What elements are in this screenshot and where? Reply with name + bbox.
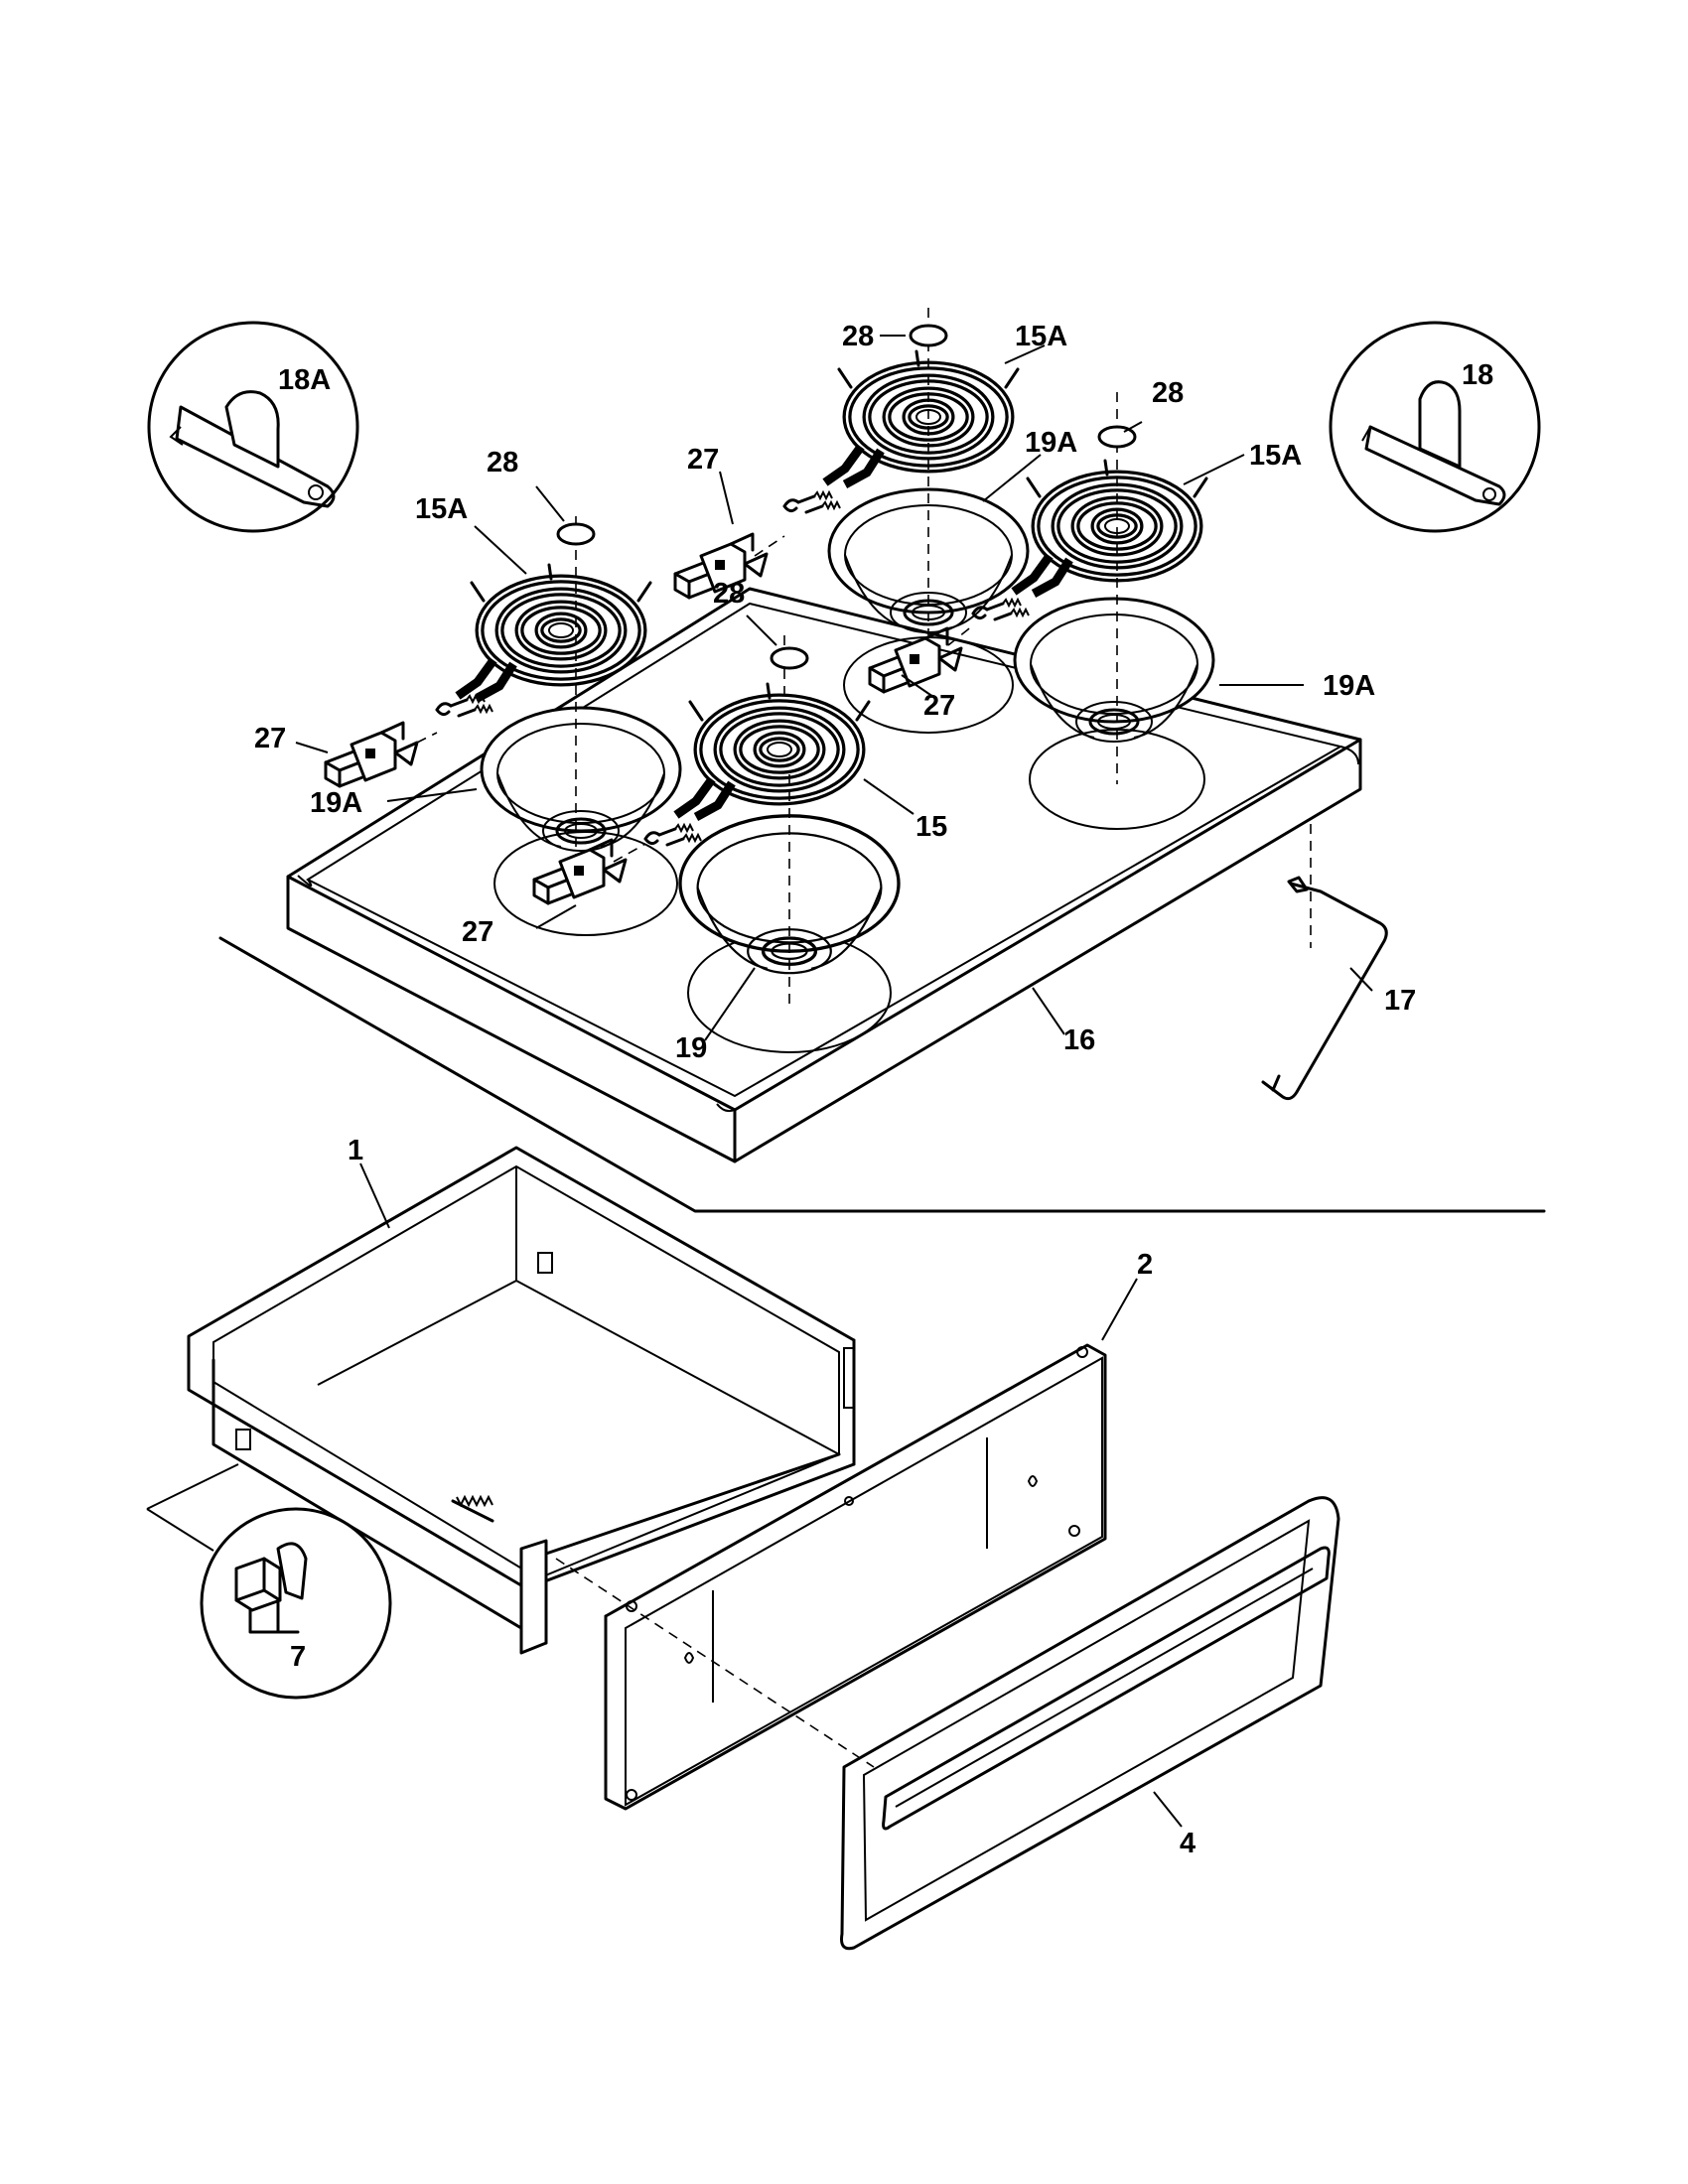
callout-4: 4: [1180, 1828, 1196, 1859]
surface-element-rear: [825, 351, 1018, 484]
cooktop-assembly: [286, 308, 1388, 1163]
callout-27-upper-left: 27: [687, 444, 719, 476]
callout-1: 1: [348, 1135, 363, 1166]
callout-27-left: 27: [254, 723, 286, 754]
callout-19a-top: 19A: [1025, 427, 1077, 459]
support-rod: [1261, 876, 1388, 1101]
drawer-body: [187, 1146, 856, 1655]
callout-19a-right: 19A: [1323, 670, 1375, 702]
element-cap-left: [556, 522, 596, 546]
inset-18a: [147, 321, 359, 533]
callout-15a-right: 15A: [1249, 440, 1302, 472]
callout-17: 17: [1384, 985, 1416, 1017]
callout-27-center: 27: [462, 916, 493, 948]
callout-16: 16: [1063, 1024, 1095, 1056]
callout-28-left: 28: [487, 447, 518, 478]
drawer-panel: [840, 1496, 1340, 1951]
callout-15: 15: [915, 811, 947, 843]
callout-19: 19: [675, 1032, 707, 1064]
callout-7: 7: [290, 1641, 306, 1673]
element-cap-center: [770, 646, 809, 670]
inset-18: [1329, 321, 1541, 533]
drawer-front-support: [604, 1343, 1107, 1811]
receptacle-left: [324, 721, 419, 788]
callout-19a-left: 19A: [310, 787, 362, 819]
callout-18a: 18A: [278, 364, 331, 396]
callout-18: 18: [1462, 359, 1493, 391]
surface-element-right: [1014, 461, 1206, 594]
inset-7: [146, 1463, 392, 1700]
callout-28-center: 28: [713, 578, 745, 610]
leader-lines: [295, 335, 1373, 1828]
callout-15a-left: 15A: [415, 493, 468, 525]
section-divider-line: [218, 936, 1546, 1213]
terminal-springs-left: [435, 694, 494, 718]
callout-2: 2: [1137, 1249, 1153, 1281]
callout-15a-top: 15A: [1015, 321, 1067, 352]
terminal-springs-rear: [782, 490, 842, 514]
callout-27-right: 27: [923, 690, 955, 722]
callout-28-right: 28: [1152, 377, 1184, 409]
element-cap-top: [909, 324, 948, 347]
callout-28-top: 28: [842, 321, 874, 352]
